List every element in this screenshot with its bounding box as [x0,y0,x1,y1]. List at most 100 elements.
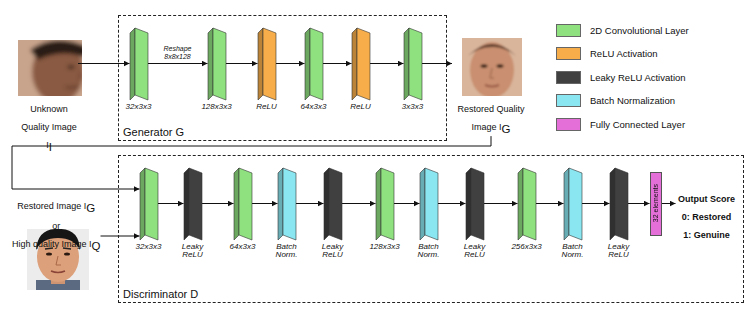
layer-face [615,168,628,240]
layer-shape [305,28,323,100]
generator-box: 32x3x3128x3x3ReLU64x3x3ReLU3x3x3Generato… [118,15,447,141]
image-caption: I [49,141,52,153]
legend-swatch [556,47,581,60]
output-label: 1: Genuine [683,230,730,240]
layer-edge [404,28,409,100]
layer-edge [130,28,135,100]
layer-edge [208,28,213,100]
legend-swatch [556,118,581,131]
legend-row: 2D Convolutional Layer [556,22,689,38]
conv-layer: 128x3x3 [208,28,226,100]
batch-norm-layer: Batch Norm. [278,168,296,240]
layer-shape [518,168,536,240]
legend-row: Leaky ReLU Activation [556,69,686,85]
leaky-relu-layer: Leaky ReLU [610,168,628,240]
layer-label: Batch Norm. [407,243,451,261]
relu-layer: ReLU [352,28,370,100]
layer-face [189,168,202,240]
image-caption: G [86,202,95,214]
layer-label: Leaky ReLU [171,243,215,261]
layer-face [471,168,484,240]
layer-shape [130,28,148,100]
layer-label: ReLU [339,103,383,112]
arrow-connector [158,203,184,204]
output-label: 0: Restored [682,212,732,222]
arrow-connector [296,203,324,204]
edge-label: Reshape 8x8x128 [158,45,198,60]
layer-shape [376,168,394,240]
arrow-connector [342,203,376,204]
group-label: Generator G [123,126,184,138]
layer-edge [258,28,263,100]
layer-label: 64x3x3 [292,103,336,112]
arrow-connector [148,63,208,64]
image-caption: High quality Image I [12,239,92,249]
layer-edge [518,168,523,240]
legend-swatch [556,94,581,107]
arrow-connector [438,203,466,204]
arrow-connector [582,203,610,204]
layer-edge [184,168,189,240]
image-caption: Restored Image I [17,201,86,211]
layer-edge [352,28,357,100]
layer-edge [140,168,145,240]
leaky-relu-layer: Leaky ReLU [324,168,342,240]
arrow-connector [323,63,352,64]
layer-shape [610,168,628,240]
layer-shape [564,168,582,240]
high-quality-face-photo [27,229,89,290]
image-caption: Q [92,240,101,252]
layer-face [523,168,536,240]
layer-shape [466,168,484,240]
conv-layer: 32x3x3 [140,168,158,240]
layer-shape [278,168,296,240]
arrow-connector [394,203,420,204]
layer-label: 3x3x3 [391,103,435,112]
arrow-connector [484,203,518,204]
output-score: Output Score 0: Restored 1: Genuine [676,188,738,242]
batch-norm-layer: Batch Norm. [420,168,438,240]
layer-shape [324,168,342,240]
layer-label: Batch Norm. [265,243,309,261]
legend-text: 2D Convolutional Layer [590,25,689,36]
layer-edge [278,168,283,240]
layer-label: 32x3x3 [117,103,161,112]
layer-face [263,28,276,100]
layer-label: Batch Norm. [551,243,595,261]
discriminator-input: Restored Image IGorHigh quality Image IQ [12,195,101,315]
layer-edge [376,168,381,240]
layer-edge [466,168,471,240]
output-label: Output Score [678,194,735,204]
arrow-connector [276,63,305,64]
legend-row: Fully Connected Layer [556,116,685,132]
conv-layer: 64x3x3 [234,168,252,240]
layer-label: Leaky ReLU [597,243,641,261]
arrow-connector [662,203,676,204]
legend-row: ReLU Activation [556,46,658,62]
layer-size-label: 32 elements [652,184,659,222]
input-image: Unknown Quality Image II [20,40,78,154]
layer-face [283,168,296,240]
layer-edge [305,28,310,100]
arrow-connector [78,63,130,64]
conv-layer: 3x3x3 [404,28,422,100]
conv-layer: 64x3x3 [305,28,323,100]
layer-label: ReLU [245,103,289,112]
legend-text: ReLU Activation [590,48,658,59]
legend-swatch [556,24,581,37]
arrow-connector [370,63,404,64]
legend-text: Fully Connected Layer [590,119,685,130]
layer-label: 32x3x3 [127,243,171,252]
layer-label: 128x3x3 [363,243,407,252]
layer-edge [564,168,569,240]
layer-label: 64x3x3 [221,243,265,252]
unknown-face-photo [18,40,82,96]
arrow-connector [101,236,140,237]
layer-face [381,168,394,240]
layer-label: Leaky ReLU [311,243,355,261]
layer-label: 256x3x3 [505,243,549,252]
layer-face [329,168,342,240]
layer-shape [352,28,370,100]
